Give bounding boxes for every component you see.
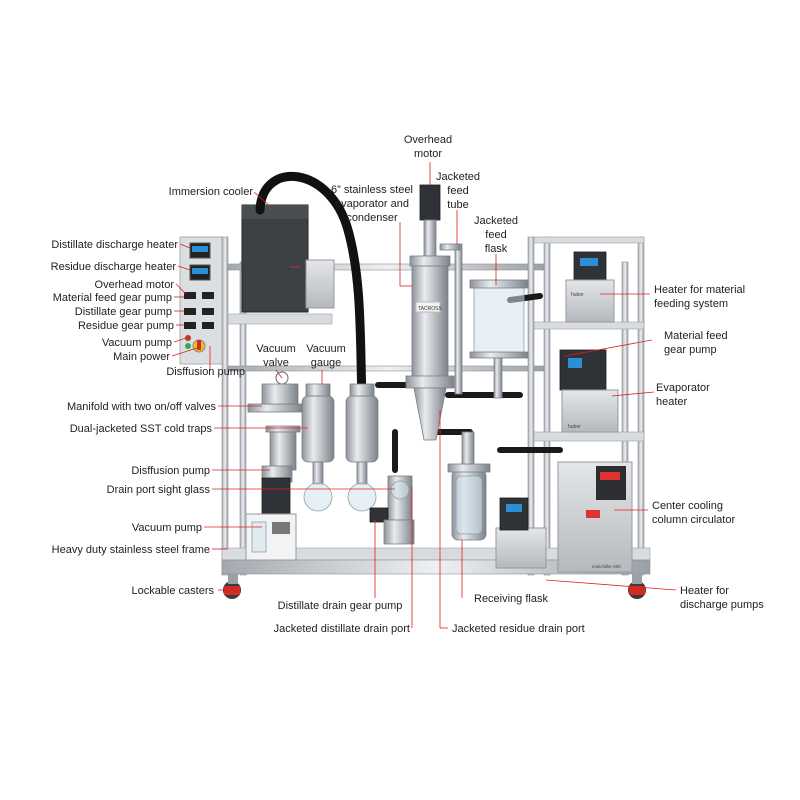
- evaporator-column: TACROSS: [405, 184, 463, 441]
- circulator-model: minichiller 600: [592, 564, 621, 569]
- leader-lines: [171, 162, 677, 629]
- label-heater-material-line2: feeding system: [654, 298, 728, 310]
- label-feed-gear-pump-right-line1: Material feed: [664, 330, 728, 342]
- label-evaporator-line2: evaporator and: [335, 198, 409, 210]
- label-disffusion-pump-top: Disffusion pump: [166, 366, 245, 378]
- label-center-cooling-line1: Center cooling: [652, 500, 723, 512]
- label-evaporator-heater-line2: heater: [656, 396, 688, 408]
- label-evaporator-line3: condenser: [346, 212, 398, 224]
- label-immersion-cooler: Immersion cooler: [169, 186, 254, 198]
- label-distillate-drain-gear-pump: Distillate drain gear pump: [278, 600, 403, 612]
- label-disffusion-pump: Disffusion pump: [131, 465, 210, 477]
- label-manifold: Manifold with two on/off valves: [67, 401, 216, 413]
- immersion-cooler: huber: [241, 204, 335, 313]
- vacuum-pump: [245, 477, 297, 561]
- label-feed-flask-line3: flask: [485, 243, 508, 255]
- heater-brand-top: huber: [571, 292, 584, 298]
- label-feed-tube-line1: Jacketed: [436, 171, 480, 183]
- label-heater-discharge-line1: Heater for: [680, 585, 729, 597]
- label-drain-port-sight-glass: Drain port sight glass: [107, 484, 211, 496]
- label-evaporator-heater-line1: Evaporator: [656, 382, 710, 394]
- label-overhead-motor-line1: Overhead: [404, 134, 452, 146]
- label-receiving-flask: Receiving flask: [474, 593, 548, 605]
- label-cold-traps: Dual-jacketed SST cold traps: [70, 423, 213, 435]
- label-overhead-motor: Overhead motor: [95, 279, 175, 291]
- center-cooling-circulator: minichiller 600: [557, 461, 633, 573]
- cold-traps: [247, 371, 379, 512]
- label-distillate-discharge-heater: Distillate discharge heater: [51, 239, 178, 251]
- discharge-pump-heater: [495, 497, 547, 569]
- jacketed-feed-flask: [469, 279, 529, 399]
- control-panel: [179, 236, 223, 365]
- label-vacuum-pump-top: Vacuum pump: [102, 337, 172, 349]
- label-center-cooling-line2: column circulator: [652, 514, 735, 526]
- label-feed-gear-pump-right-line2: gear pump: [664, 344, 717, 356]
- label-feed-flask-line2: feed: [485, 229, 506, 241]
- label-main-power: Main power: [113, 351, 170, 363]
- label-feed-tube-line3: tube: [447, 199, 468, 211]
- evaporator-brand: TACROSS: [418, 306, 442, 312]
- label-vacuum-gauge-line2: gauge: [311, 357, 342, 369]
- label-jacketed-residue-drain-port: Jacketed residue drain port: [452, 623, 585, 635]
- cooler-brand: huber: [290, 264, 301, 269]
- label-vacuum-valve-line1: Vacuum: [256, 343, 296, 355]
- label-jacketed-distillate-drain-port: Jacketed distillate drain port: [274, 623, 410, 635]
- label-heater-discharge-line2: discharge pumps: [680, 599, 764, 611]
- label-overhead-motor-line2: motor: [414, 148, 442, 160]
- label-heater-material-line1: Heater for material: [654, 284, 745, 296]
- label-feed-tube-line2: feed: [447, 185, 468, 197]
- label-distillate-gear-pump: Distillate gear pump: [75, 306, 172, 318]
- material-feed-heater: huber: [565, 251, 615, 323]
- label-vacuum-pump: Vacuum pump: [132, 522, 202, 534]
- distillate-drain-gear-pump: [369, 475, 415, 545]
- receiving-flask: [447, 431, 491, 541]
- heater-brand-mid: huber: [568, 424, 581, 430]
- label-material-feed-gear-pump: Material feed gear pump: [53, 292, 172, 304]
- steel-frame: [221, 236, 651, 599]
- label-feed-flask-line1: Jacketed: [474, 215, 518, 227]
- label-evaporator-line1: 6” stainless steel: [331, 184, 413, 196]
- label-residue-discharge-heater: Residue discharge heater: [51, 261, 177, 273]
- label-vacuum-valve-line2: valve: [263, 357, 289, 369]
- label-lockable-casters: Lockable casters: [131, 585, 214, 597]
- labels: Overhead motor 6” stainless steel evapor…: [51, 134, 765, 635]
- label-frame: Heavy duty stainless steel frame: [52, 544, 210, 556]
- label-residue-gear-pump: Residue gear pump: [78, 320, 174, 332]
- label-vacuum-gauge-line1: Vacuum: [306, 343, 346, 355]
- diffusion-pump: [261, 425, 301, 483]
- evaporator-heater-device: huber: [561, 389, 619, 433]
